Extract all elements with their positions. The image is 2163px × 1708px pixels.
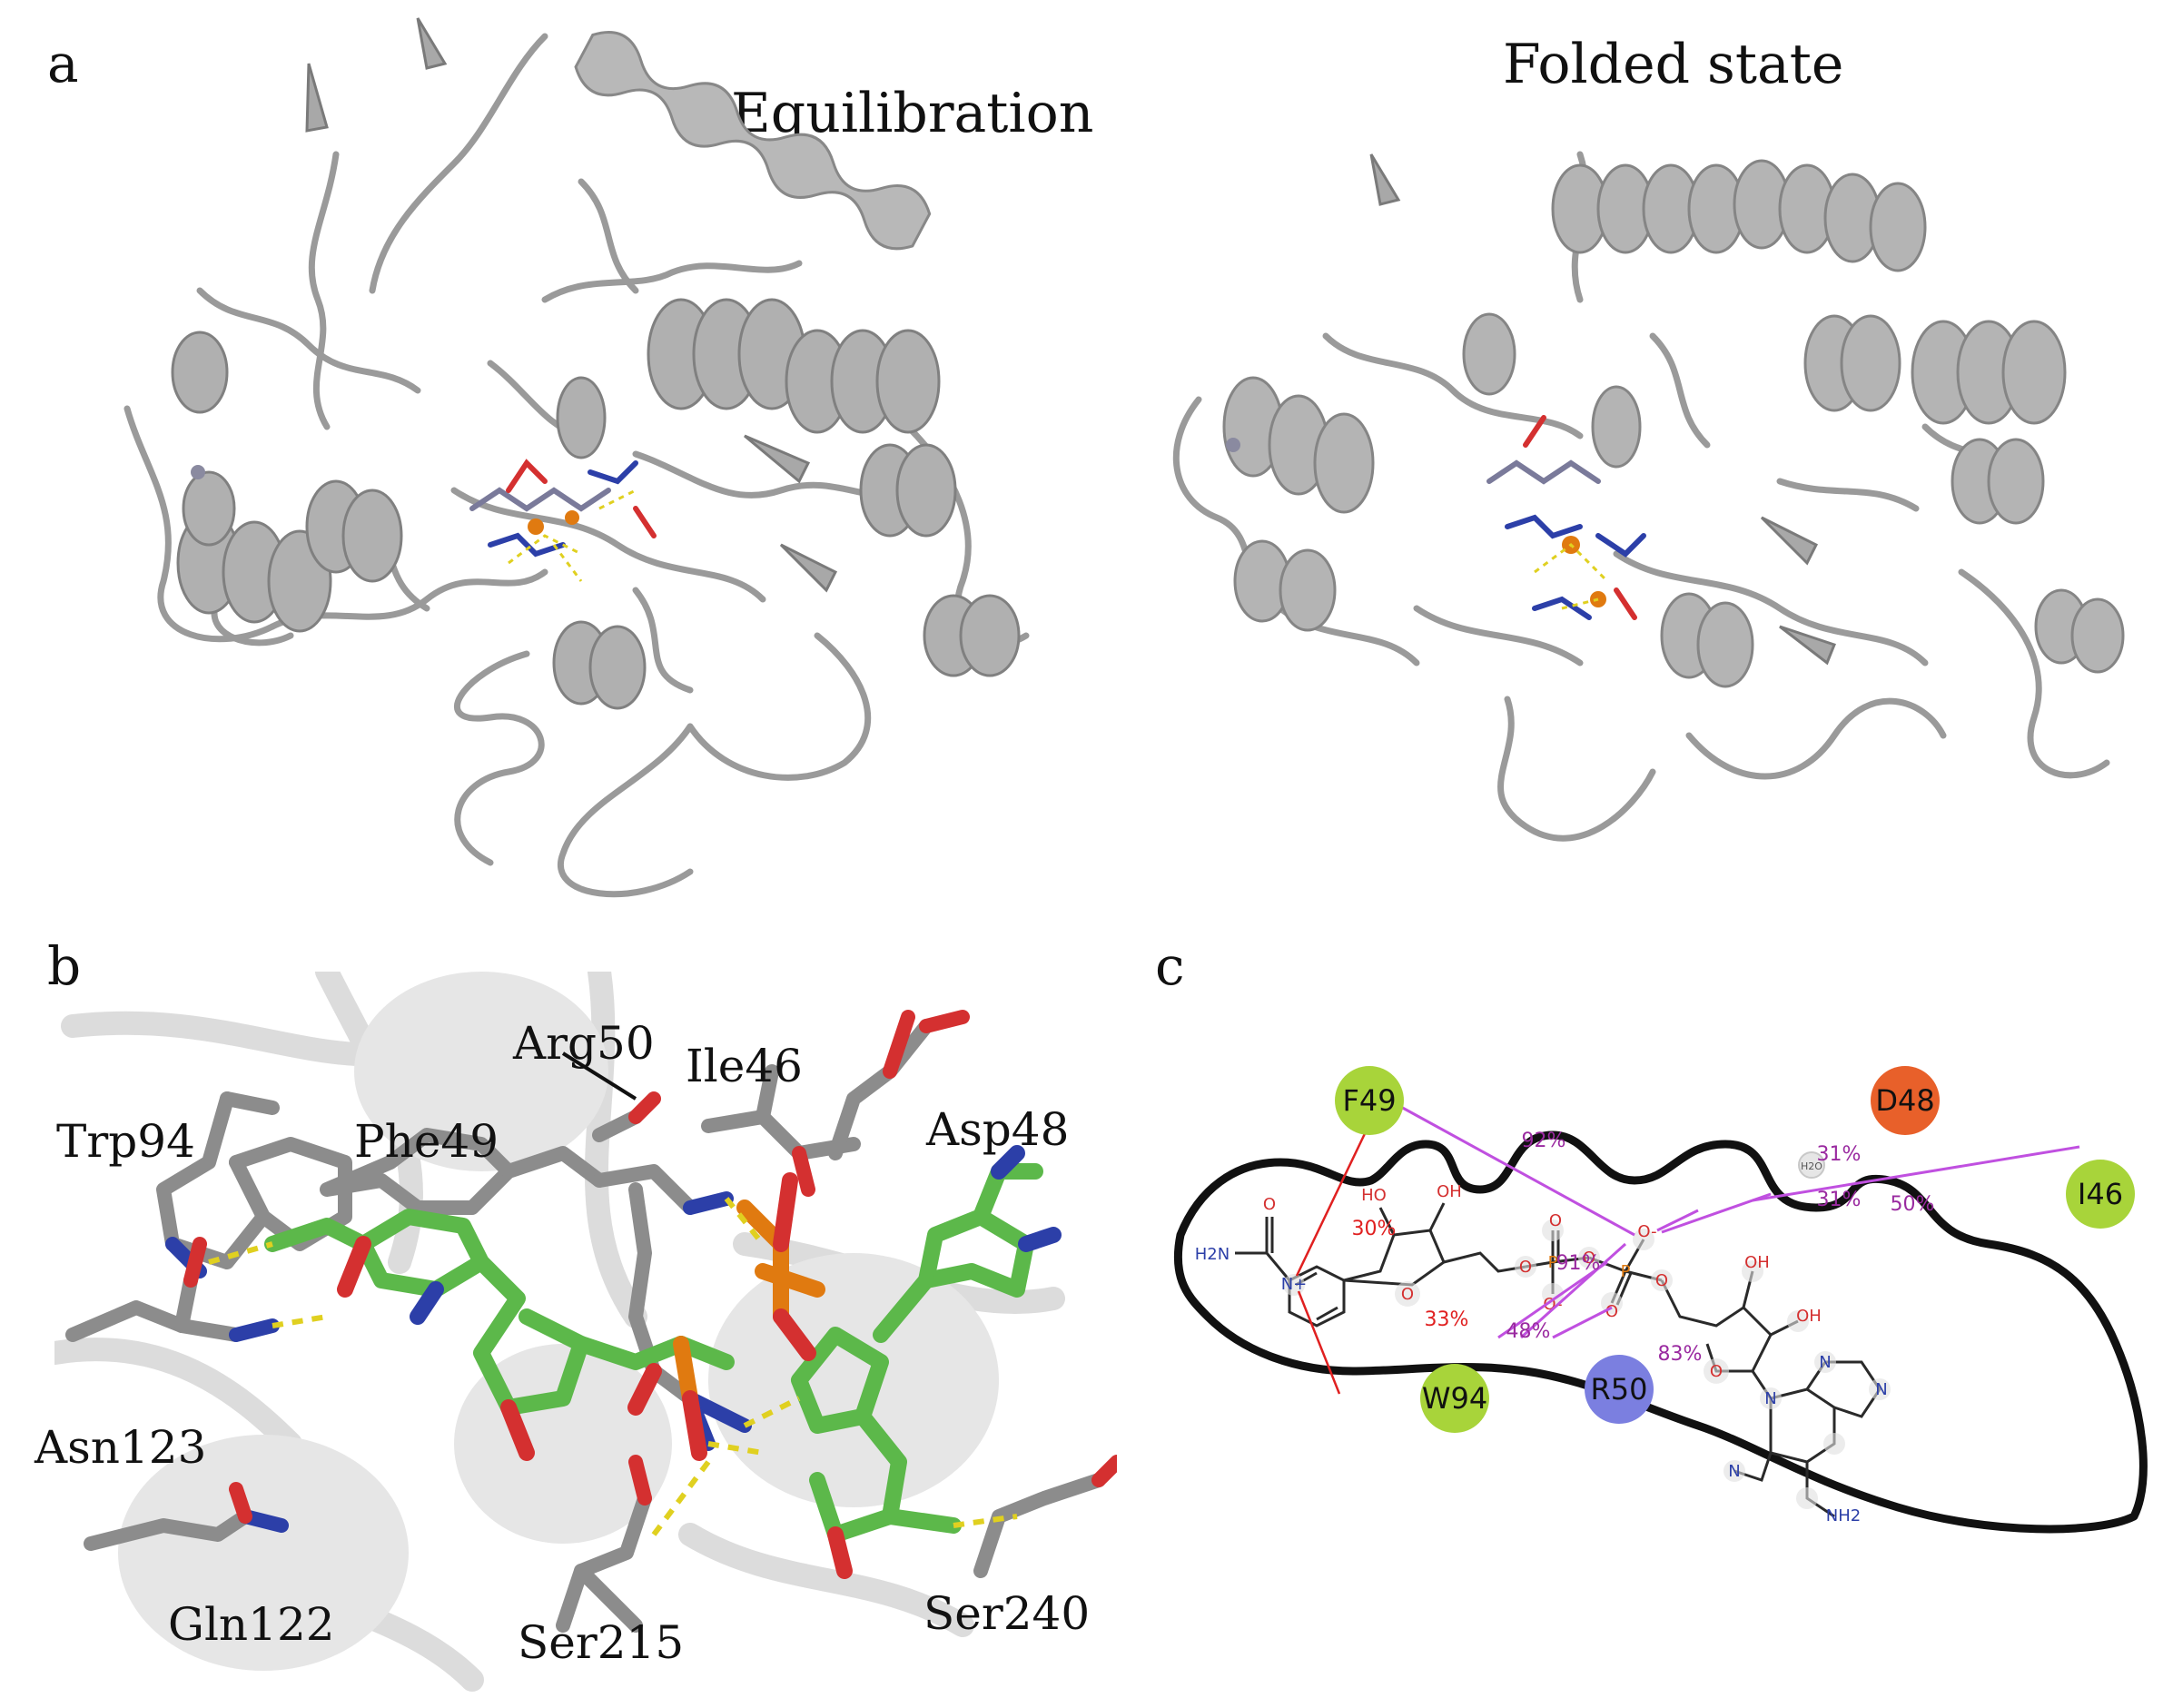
atom-label-o-minus2: O-	[1637, 1222, 1656, 1241]
panel-c: c	[1117, 917, 2163, 1708]
pct-r50-a: 91%	[1556, 1252, 1601, 1275]
atom-label-o-ring1: O	[1401, 1285, 1414, 1304]
atom-label-n3: N	[1819, 1353, 1831, 1372]
atom-label-p1: P	[1548, 1253, 1558, 1272]
atom-label-ho1: HO	[1361, 1186, 1387, 1205]
residue-label-trp94: Trp94	[56, 1115, 195, 1168]
atom-label-o-bridge2: O	[1583, 1249, 1595, 1268]
folded-state-title: Folded state	[1503, 33, 1844, 96]
atom-label-o-amide: O	[1263, 1195, 1276, 1214]
residue-bubble-d48: D48	[1871, 1066, 1940, 1135]
svg-text:W94: W94	[1422, 1381, 1487, 1416]
residue-bubble-i46: I46	[2066, 1160, 2135, 1229]
svg-text:D48: D48	[1875, 1083, 1934, 1118]
residue-label-phe49: Phe49	[354, 1115, 499, 1168]
residue-label-gln122: Gln122	[168, 1598, 335, 1651]
residue-label-asn123: Asn123	[35, 1421, 207, 1474]
residue-label-ile46: Ile46	[686, 1040, 803, 1092]
residue-label-ser215: Ser215	[518, 1616, 685, 1669]
panel-label-a: a	[47, 33, 79, 94]
atom-label-o-ring2: O	[1710, 1362, 1723, 1381]
pct-f49-phosphate: 92%	[1522, 1130, 1566, 1152]
atom-label-o-p2-bottom: O	[1605, 1302, 1618, 1321]
equilibration-protein-structure	[123, 17, 1030, 898]
atom-label-p2: P	[1621, 1262, 1631, 1281]
pct-w94: 33%	[1425, 1308, 1469, 1331]
water-molecule: H2O	[1798, 1151, 1825, 1179]
svg-text:F49: F49	[1342, 1083, 1396, 1118]
atom-label-o-minus1: O-	[1543, 1295, 1562, 1314]
atom-label-n1: N	[1875, 1380, 1887, 1399]
pct-water: 31%	[1817, 1189, 1862, 1211]
panel-b: b	[0, 917, 1117, 1708]
residue-bubble-w94: W94	[1420, 1364, 1489, 1433]
residue-label-asp48: Asp48	[926, 1103, 1070, 1156]
svg-text:R50: R50	[1591, 1372, 1648, 1407]
atom-label-o-p1-top: O	[1549, 1211, 1562, 1230]
panel-label-c: c	[1155, 935, 1185, 997]
ligand-interaction-diagram: H2N O N+ HO OH O O P O O- O O- P O O OH …	[1173, 1066, 2148, 1534]
panel-label-b: b	[47, 935, 82, 997]
atom-label-n7: N	[1728, 1462, 1740, 1481]
residue-label-arg50: Arg50	[513, 1017, 655, 1070]
panel-a: a Equilibration Folded state	[47, 17, 2125, 898]
binding-pocket-outline	[1173, 1130, 2148, 1534]
atom-label-n-plus: N+	[1281, 1275, 1308, 1294]
pct-r50-b: 48%	[1506, 1320, 1551, 1343]
atom-label-o-bridge3: O	[1655, 1271, 1668, 1290]
atom-label-oh1: OH	[1437, 1182, 1462, 1201]
pct-d48: 31%	[1817, 1143, 1862, 1166]
residue-label-ser240: Ser240	[923, 1587, 1091, 1640]
svg-text:I46: I46	[2078, 1177, 2123, 1211]
atom-label-h2n: H2N	[1195, 1245, 1230, 1264]
atom-label-n9: N	[1764, 1389, 1776, 1408]
svg-text:H2O: H2O	[1801, 1160, 1822, 1172]
residue-bubble-r50: R50	[1585, 1355, 1654, 1424]
residue-bubble-f49: F49	[1335, 1066, 1404, 1135]
atom-label-o-bridge1: O	[1519, 1258, 1532, 1277]
binding-site-stick-model	[54, 972, 1117, 1692]
atom-label-oh2: OH	[1744, 1253, 1770, 1272]
atom-label-nh2: NH2	[1826, 1506, 1861, 1525]
pct-i46: 50%	[1891, 1193, 1935, 1216]
pct-f49-nicotinamide: 30%	[1352, 1218, 1397, 1240]
pct-r50-c: 83%	[1658, 1343, 1703, 1366]
folded-state-protein-structure	[1172, 151, 2125, 842]
atom-label-oh3: OH	[1796, 1307, 1822, 1326]
